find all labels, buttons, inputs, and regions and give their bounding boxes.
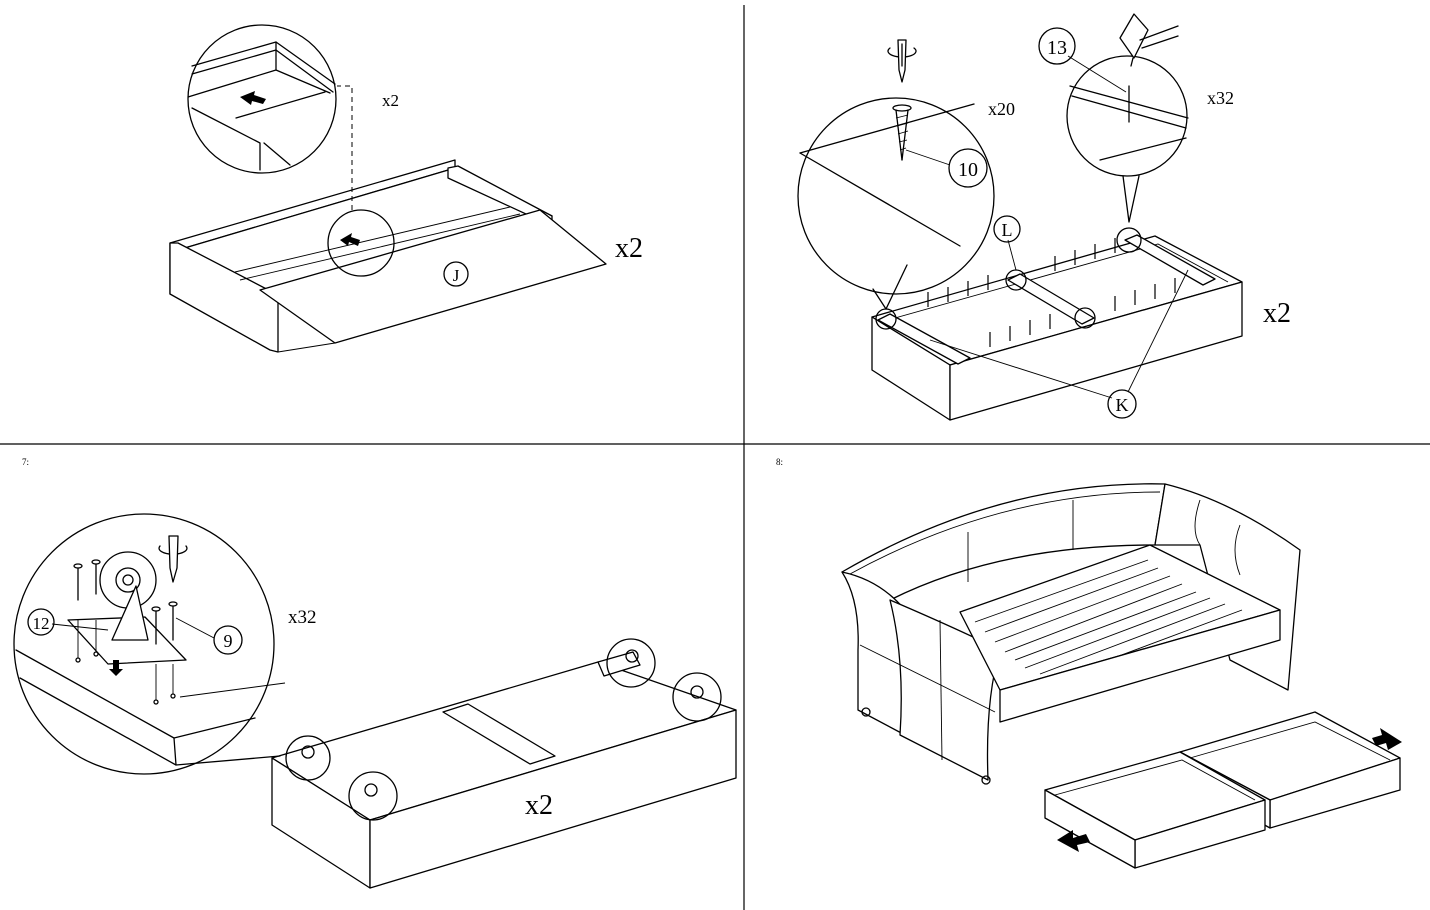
foot-front bbox=[981, 775, 991, 785]
slide-out-arrow-icon bbox=[1057, 830, 1090, 852]
slat-middle bbox=[1007, 273, 1095, 325]
daybed-side-rail bbox=[999, 609, 1281, 723]
foot-left bbox=[861, 707, 871, 717]
nail-row bbox=[927, 238, 1176, 347]
nail-label: 13 bbox=[1047, 37, 1067, 59]
panel-finished-daybed: 8: bbox=[776, 457, 1402, 869]
label-circle-k bbox=[1107, 389, 1137, 419]
insert-arrow-icon bbox=[340, 233, 360, 246]
down-arrow-icon bbox=[109, 660, 123, 676]
qty-main: x2 bbox=[615, 233, 643, 264]
screwdriver-rotate-icon bbox=[887, 39, 917, 83]
panel-casters: 7: bbox=[13, 457, 737, 889]
qty-main-tr: x2 bbox=[1263, 298, 1291, 329]
screw-qty-32: x32 bbox=[288, 607, 317, 628]
step-number-7: 7: bbox=[22, 457, 29, 467]
screwdriver-rotate-icon-2 bbox=[158, 535, 188, 583]
side-label: K bbox=[1116, 395, 1129, 415]
detail-circle-small bbox=[327, 209, 395, 277]
screw-qty: x20 bbox=[988, 99, 1015, 119]
screw-label: 10 bbox=[958, 159, 978, 181]
hammer-icon bbox=[1119, 13, 1179, 67]
label-circle-l bbox=[993, 215, 1021, 243]
daybed-left-arm bbox=[889, 599, 1001, 781]
drawer-brace bbox=[442, 703, 556, 765]
nail-zoom-circle bbox=[1066, 55, 1188, 177]
zoom-arrow-icon bbox=[240, 91, 266, 105]
panel-slat-frame: 10 x20 13 x32 L K x2 bbox=[797, 13, 1291, 421]
drawer-left-side bbox=[1044, 789, 1136, 869]
bottom-board-j bbox=[259, 209, 607, 344]
qty-main-bl: x2 bbox=[525, 790, 553, 821]
drawer-groove-line-2 bbox=[239, 213, 521, 281]
screw-label-9: 9 bbox=[224, 631, 233, 651]
slat-end bbox=[1124, 234, 1216, 286]
label-circle-j bbox=[443, 261, 469, 287]
nail-qty: x32 bbox=[1207, 88, 1234, 108]
qty-top: x2 bbox=[382, 91, 399, 110]
label-circle-10 bbox=[948, 148, 988, 188]
label-circle-9 bbox=[213, 625, 243, 655]
panel-drawer-bottom: J x2 x2 bbox=[169, 24, 643, 353]
label-circle-12 bbox=[27, 608, 55, 636]
screw-9-icons bbox=[73, 559, 178, 705]
caster-icons bbox=[285, 638, 722, 821]
slide-in-arrow-icon bbox=[1372, 728, 1402, 750]
drawer-front bbox=[369, 709, 737, 889]
drawer-groove-line bbox=[234, 206, 511, 273]
screw-zoom-circle bbox=[797, 97, 995, 295]
label-circle-13 bbox=[1038, 27, 1076, 65]
bracket-label: 12 bbox=[33, 614, 50, 633]
slat-label: L bbox=[1002, 220, 1013, 240]
frame-front-long bbox=[949, 281, 1243, 421]
drawer-label: J bbox=[453, 266, 460, 285]
step-number-8: 8: bbox=[776, 457, 783, 467]
screw-10-icon bbox=[892, 104, 912, 161]
daybed-left-arm-back bbox=[841, 571, 906, 736]
slat-front bbox=[877, 313, 971, 365]
caster-wheel bbox=[99, 551, 157, 609]
